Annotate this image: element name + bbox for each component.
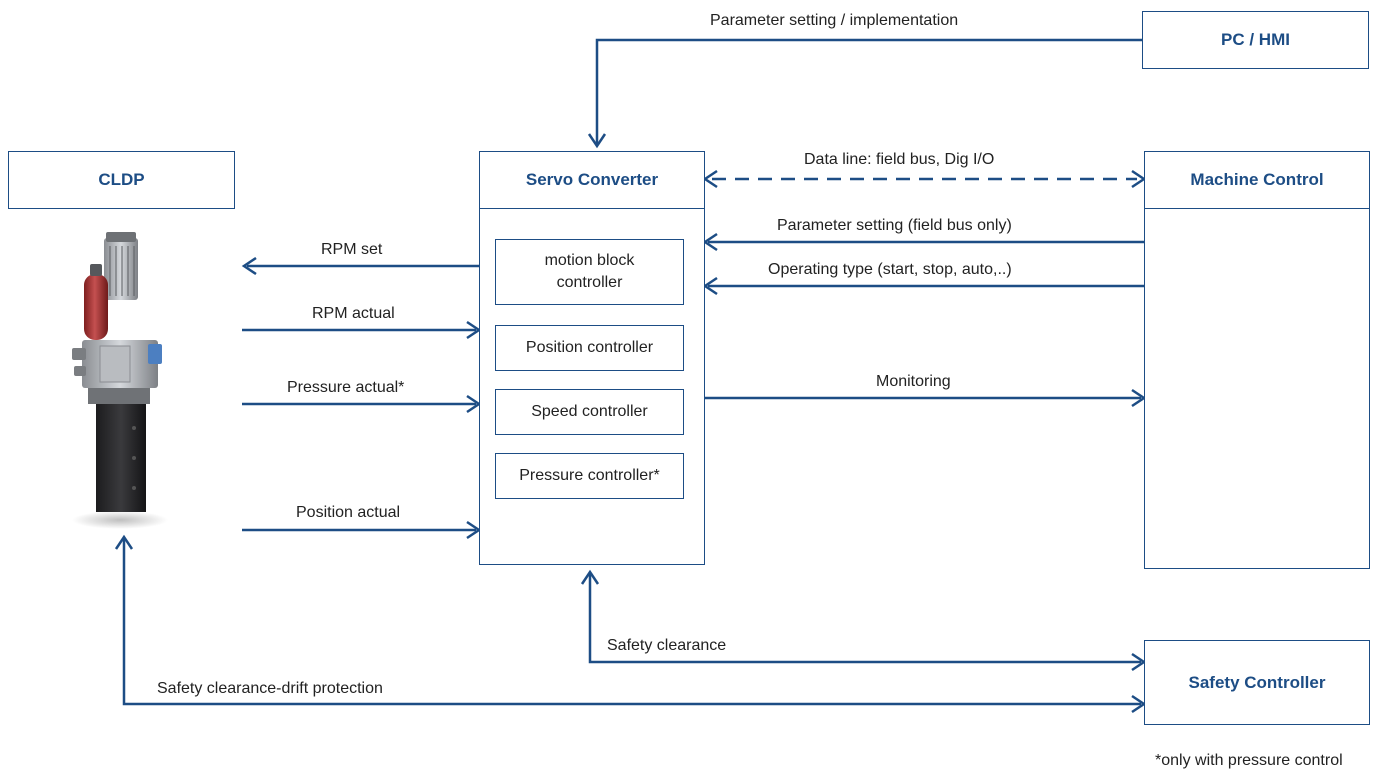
servo-converter-divider	[479, 208, 705, 209]
label-data-line: Data line: field bus, Dig I/O	[804, 151, 995, 168]
arrowhead-operating-type	[702, 276, 718, 296]
label-pressure-actual: Pressure actual*	[287, 379, 405, 396]
position-controller: Position controller	[495, 325, 684, 371]
label-rpm-set: RPM set	[321, 241, 383, 258]
arrowhead-param-fieldbus	[702, 232, 718, 252]
machine-control-title: Machine Control	[1190, 169, 1324, 189]
label-param-impl: Parameter setting / implementation	[710, 12, 959, 29]
label-safety-clearance: Safety clearance	[607, 637, 727, 654]
footnote: *only with pressure control	[1155, 752, 1343, 769]
arrowhead-safety-drift-up	[114, 534, 134, 550]
pressure-controller: Pressure controller*	[495, 453, 684, 499]
servo-converter-title: Servo Converter	[525, 169, 659, 189]
cldp-box	[8, 151, 235, 209]
machine-control-divider	[1144, 208, 1370, 209]
safety-controller-title: Safety Controller	[1188, 672, 1326, 692]
label-monitoring: Monitoring	[876, 373, 951, 390]
cldp-title: CLDP	[98, 170, 145, 189]
connector-safety-clearance	[588, 572, 1141, 664]
pc-hmi-title: PC / HMI	[1221, 30, 1290, 49]
pc-hmi-box	[1142, 11, 1369, 69]
machine-control-box	[1144, 151, 1370, 569]
label-position-actual: Position actual	[296, 504, 401, 521]
label-param-fieldbus: Parameter setting (field bus only)	[777, 217, 1012, 234]
label-safety-drift: Safety clearance-drift protection	[157, 680, 383, 697]
arrowhead-rpm-set	[241, 256, 257, 276]
label-rpm-actual: RPM actual	[312, 305, 395, 322]
arrowhead-param-impl	[587, 133, 607, 149]
cldp-unit-image	[72, 232, 168, 529]
motion-block-controller: motion block controller	[495, 239, 684, 305]
connector-param-impl	[595, 38, 1142, 146]
speed-controller: Speed controller	[495, 389, 684, 435]
arrowhead-data-line-left	[702, 169, 718, 189]
label-operating-type: Operating type (start, stop, auto,..)	[768, 261, 1012, 278]
connector-safety-drift	[122, 537, 1141, 706]
safety-controller-box	[1144, 640, 1370, 725]
arrowhead-safety-clearance-up	[580, 569, 600, 585]
